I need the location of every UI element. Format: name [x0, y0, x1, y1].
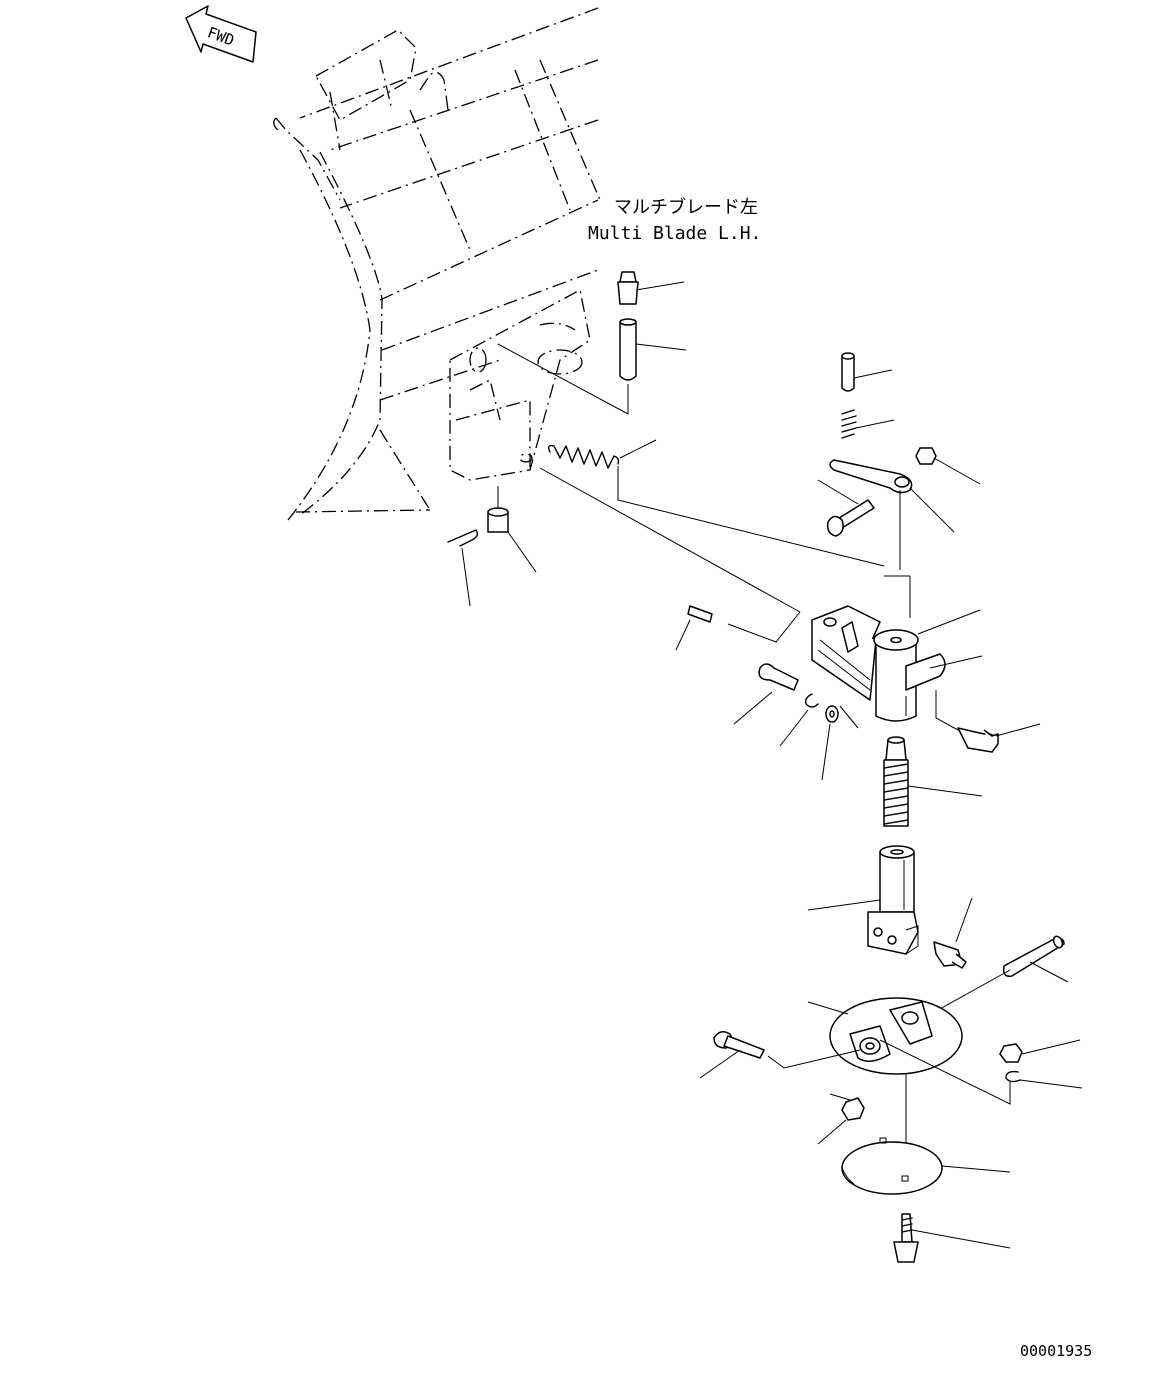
- title-japanese: マルチブレード左: [614, 196, 758, 218]
- pin-top: [497, 318, 687, 415]
- blade-outline: [273, 7, 601, 521]
- nut-lower: [817, 1093, 865, 1145]
- cylinder-block: [807, 845, 919, 955]
- spring-small: [841, 409, 895, 439]
- key: [675, 605, 713, 651]
- bolt-lever: [817, 479, 875, 537]
- grease-fitting-elbow: [935, 690, 1041, 753]
- mounting-bracket: [449, 289, 591, 481]
- bolt-side: [733, 663, 799, 725]
- shoe-plate: [807, 997, 1011, 1150]
- fwd-arrow-icon: FWD: [185, 5, 257, 63]
- lever-arm: [829, 459, 955, 570]
- snap-ring: [1005, 1070, 1083, 1089]
- bolt-bottom: [893, 1213, 1011, 1263]
- nut-right: [999, 1039, 1081, 1063]
- swivel-bracket: [539, 467, 983, 722]
- threaded-rod: [883, 736, 983, 827]
- bushing: [487, 486, 537, 573]
- nut-small: [915, 447, 981, 485]
- grease-fitting-straight: [933, 897, 973, 969]
- lock-washer: [779, 693, 819, 747]
- drawing-number: 00001935: [1020, 1342, 1092, 1360]
- pin-rod: [919, 935, 1069, 1021]
- pin-small: [841, 352, 893, 392]
- title-english: Multi Blade L.H.: [588, 223, 761, 244]
- bolt-long: [699, 1031, 861, 1079]
- disc-plate: [841, 1137, 1011, 1195]
- cotter-pin: [447, 529, 479, 607]
- grease-fitting-top: [617, 271, 685, 305]
- spring: [547, 439, 885, 567]
- washer: [821, 705, 859, 781]
